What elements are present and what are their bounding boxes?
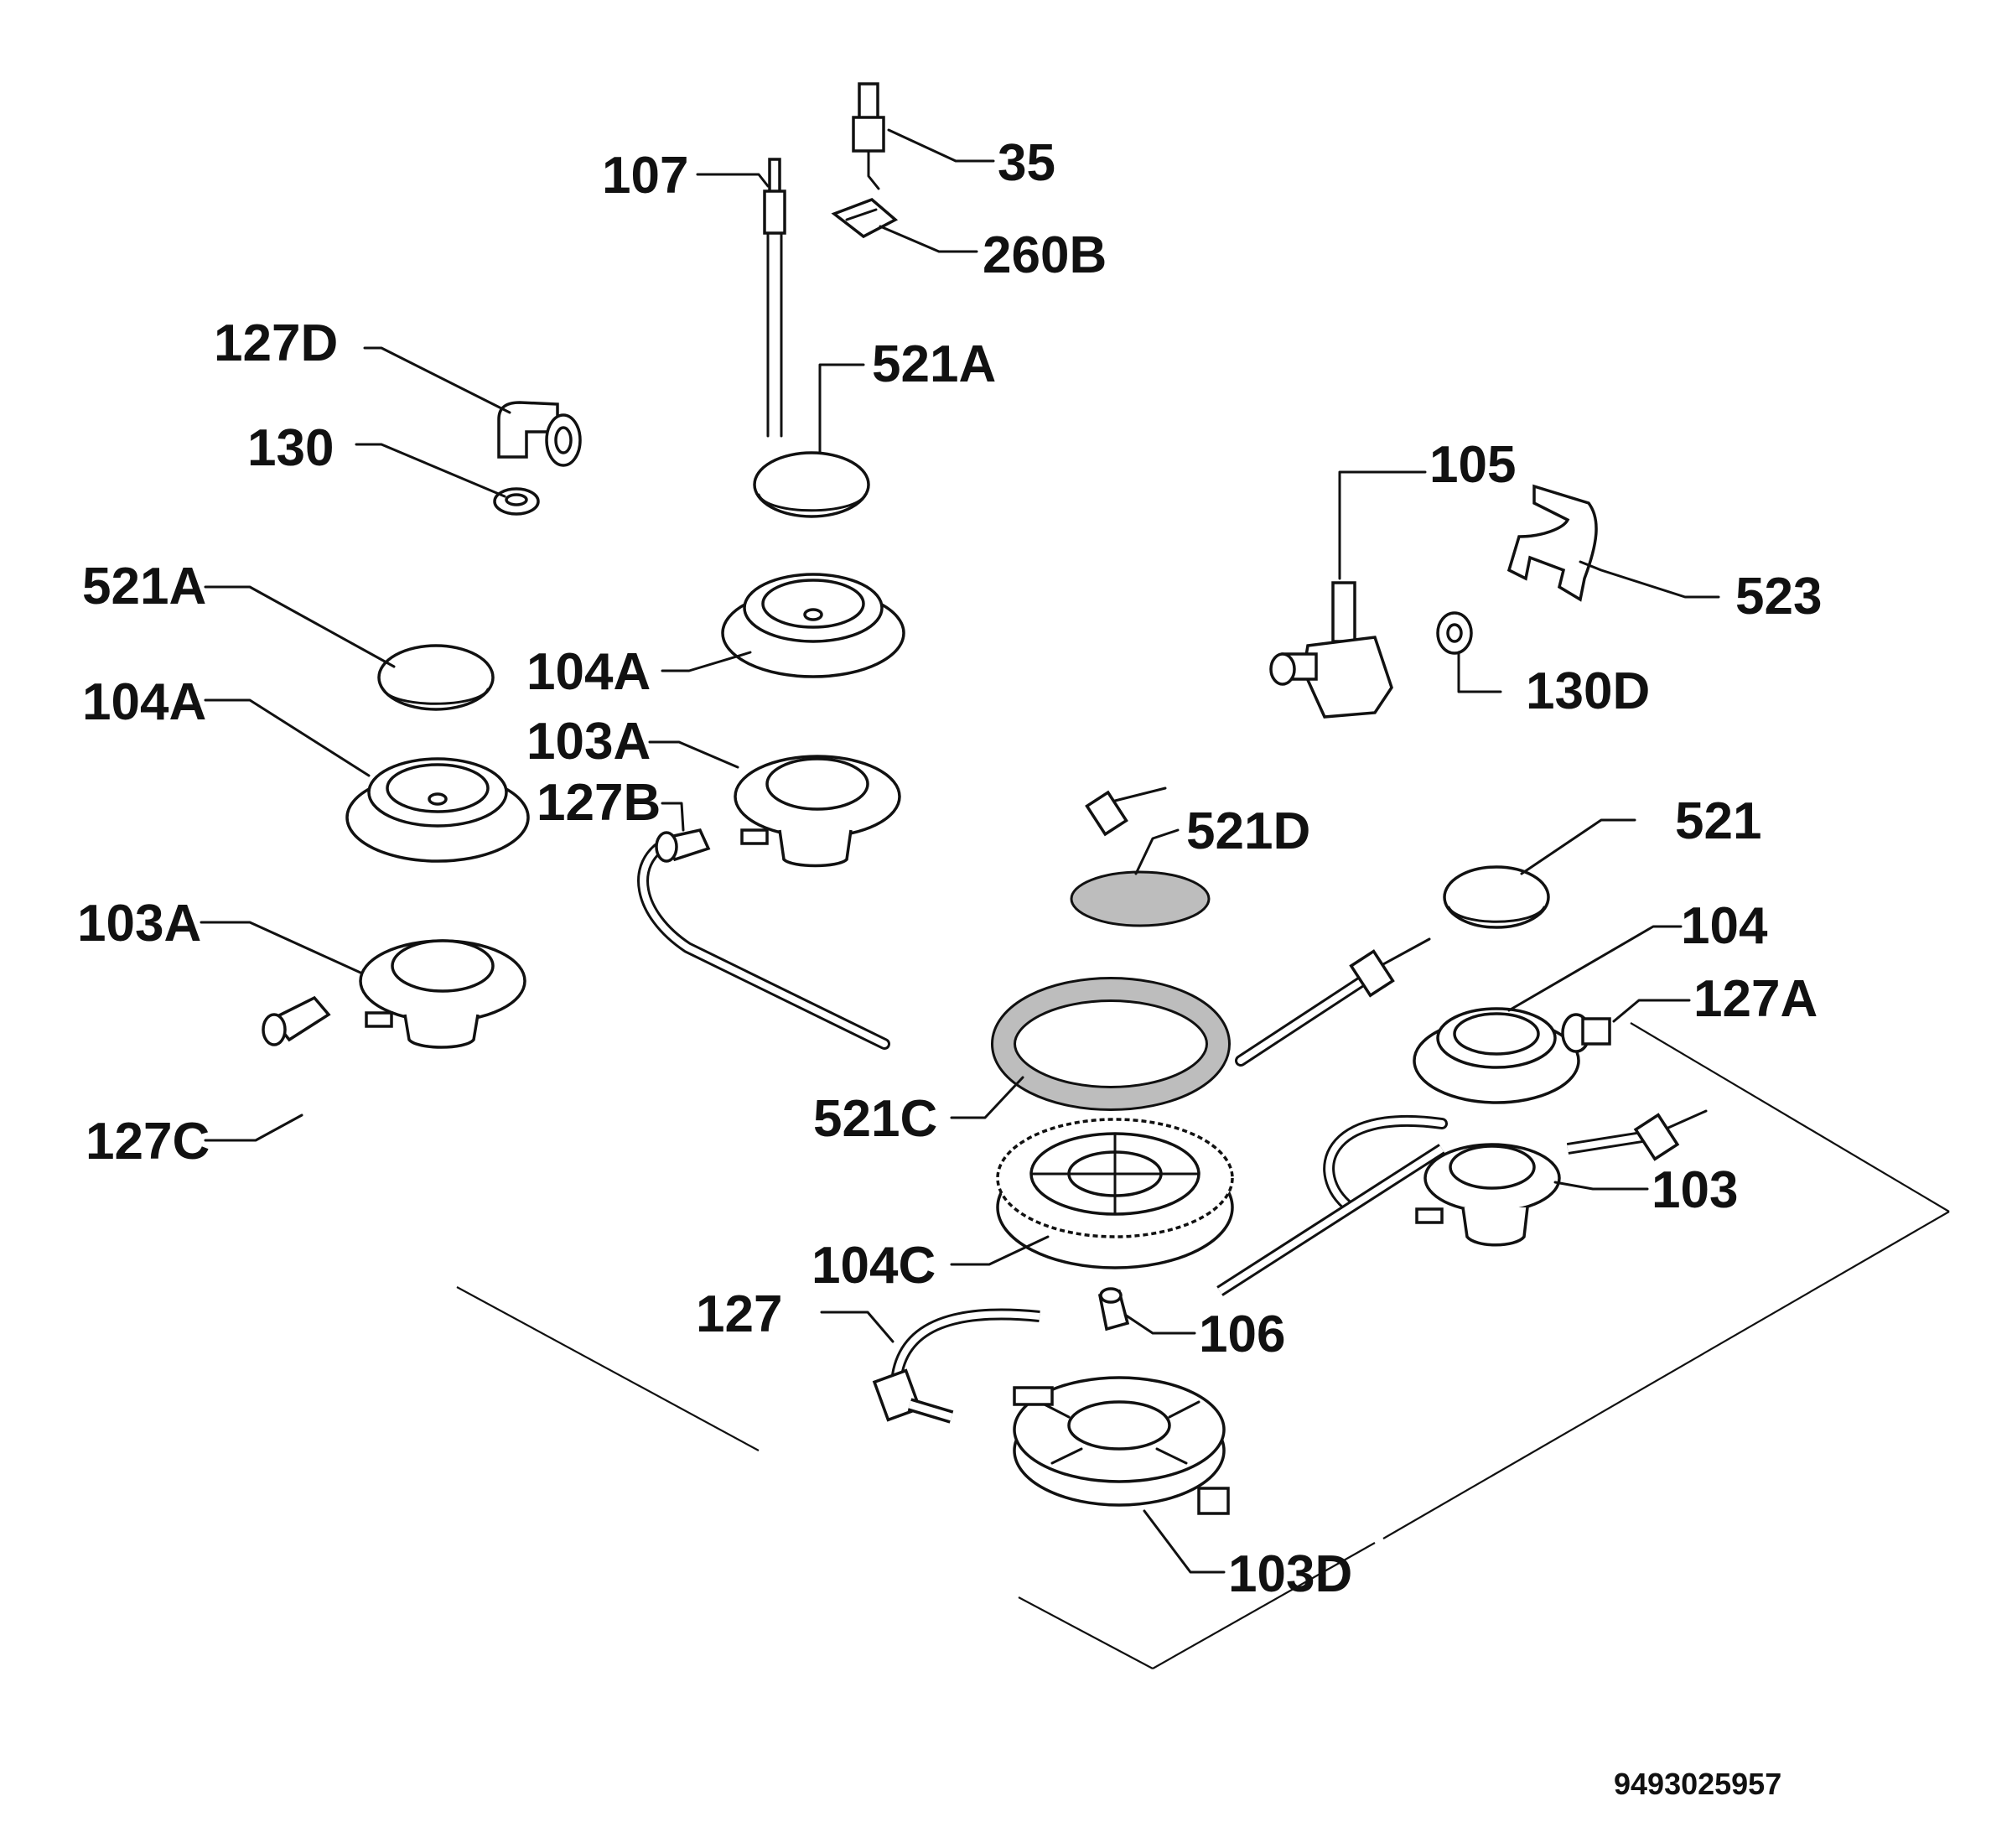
- drawing-number: 9493025957: [1614, 1767, 1781, 1801]
- cap-521a-top: [753, 451, 870, 518]
- label-104a-left: 104A: [82, 673, 206, 731]
- clip-260b: [831, 197, 899, 239]
- label-127d: 127D: [214, 314, 338, 372]
- label-521: 521: [1675, 792, 1761, 850]
- cap-521d: [1070, 870, 1211, 927]
- cap-521: [1443, 865, 1550, 929]
- gas-pipes: [260, 786, 1708, 1424]
- washer-130d: [1436, 611, 1473, 655]
- burner-103a-left: [359, 939, 526, 1049]
- crown-104: [1413, 1007, 1580, 1104]
- label-103a-mid: 103A: [526, 713, 651, 771]
- leader-lines: [200, 128, 1720, 1574]
- tap-105: [1269, 581, 1393, 719]
- label-104c: 104C: [812, 1237, 936, 1295]
- injector-106: [1097, 1287, 1130, 1331]
- crown-104a-top: [721, 573, 905, 678]
- part-labels: 107 35 260B 127D 130 521A 521A 104A 104A…: [77, 134, 1822, 1801]
- connector-127b: [655, 828, 711, 863]
- cap-521a-left: [377, 644, 495, 711]
- connector-127c: [262, 995, 331, 1046]
- label-127: 127: [696, 1285, 782, 1343]
- burner-base-103d: [1013, 1376, 1230, 1515]
- burner-103a-mid: [734, 755, 901, 868]
- label-105: 105: [1429, 436, 1516, 494]
- label-521c: 521C: [813, 1090, 937, 1148]
- crown-104c: [996, 1118, 1234, 1269]
- elbow-127d: [497, 401, 582, 467]
- label-130d: 130D: [1526, 662, 1650, 720]
- label-107: 107: [602, 147, 688, 205]
- label-106: 106: [1199, 1306, 1285, 1363]
- label-127b: 127B: [537, 774, 661, 832]
- label-521a-top: 521A: [872, 335, 996, 393]
- label-127c: 127C: [86, 1113, 210, 1171]
- label-521d: 521D: [1186, 802, 1310, 860]
- label-103d: 103D: [1228, 1545, 1352, 1603]
- burner-103: [1415, 1143, 1561, 1247]
- hob-outline: [456, 1022, 1950, 1669]
- ring-521c: [991, 977, 1231, 1111]
- label-127a: 127A: [1693, 970, 1818, 1028]
- connector-127a: [1561, 1013, 1611, 1053]
- label-523: 523: [1735, 568, 1822, 626]
- crown-104a-left: [345, 757, 530, 863]
- label-521a-left: 521A: [82, 558, 206, 615]
- spark-plug-35: [852, 82, 885, 190]
- label-104a-mid: 104A: [526, 643, 651, 701]
- label-35: 35: [998, 134, 1055, 192]
- electrode-107: [763, 158, 786, 438]
- label-104: 104: [1681, 897, 1768, 955]
- bracket-523: [1506, 484, 1598, 602]
- label-103a-left: 103A: [77, 895, 201, 953]
- label-130: 130: [247, 419, 334, 477]
- washer-130: [493, 487, 540, 516]
- label-260b: 260B: [983, 226, 1107, 284]
- label-103: 103: [1652, 1161, 1738, 1219]
